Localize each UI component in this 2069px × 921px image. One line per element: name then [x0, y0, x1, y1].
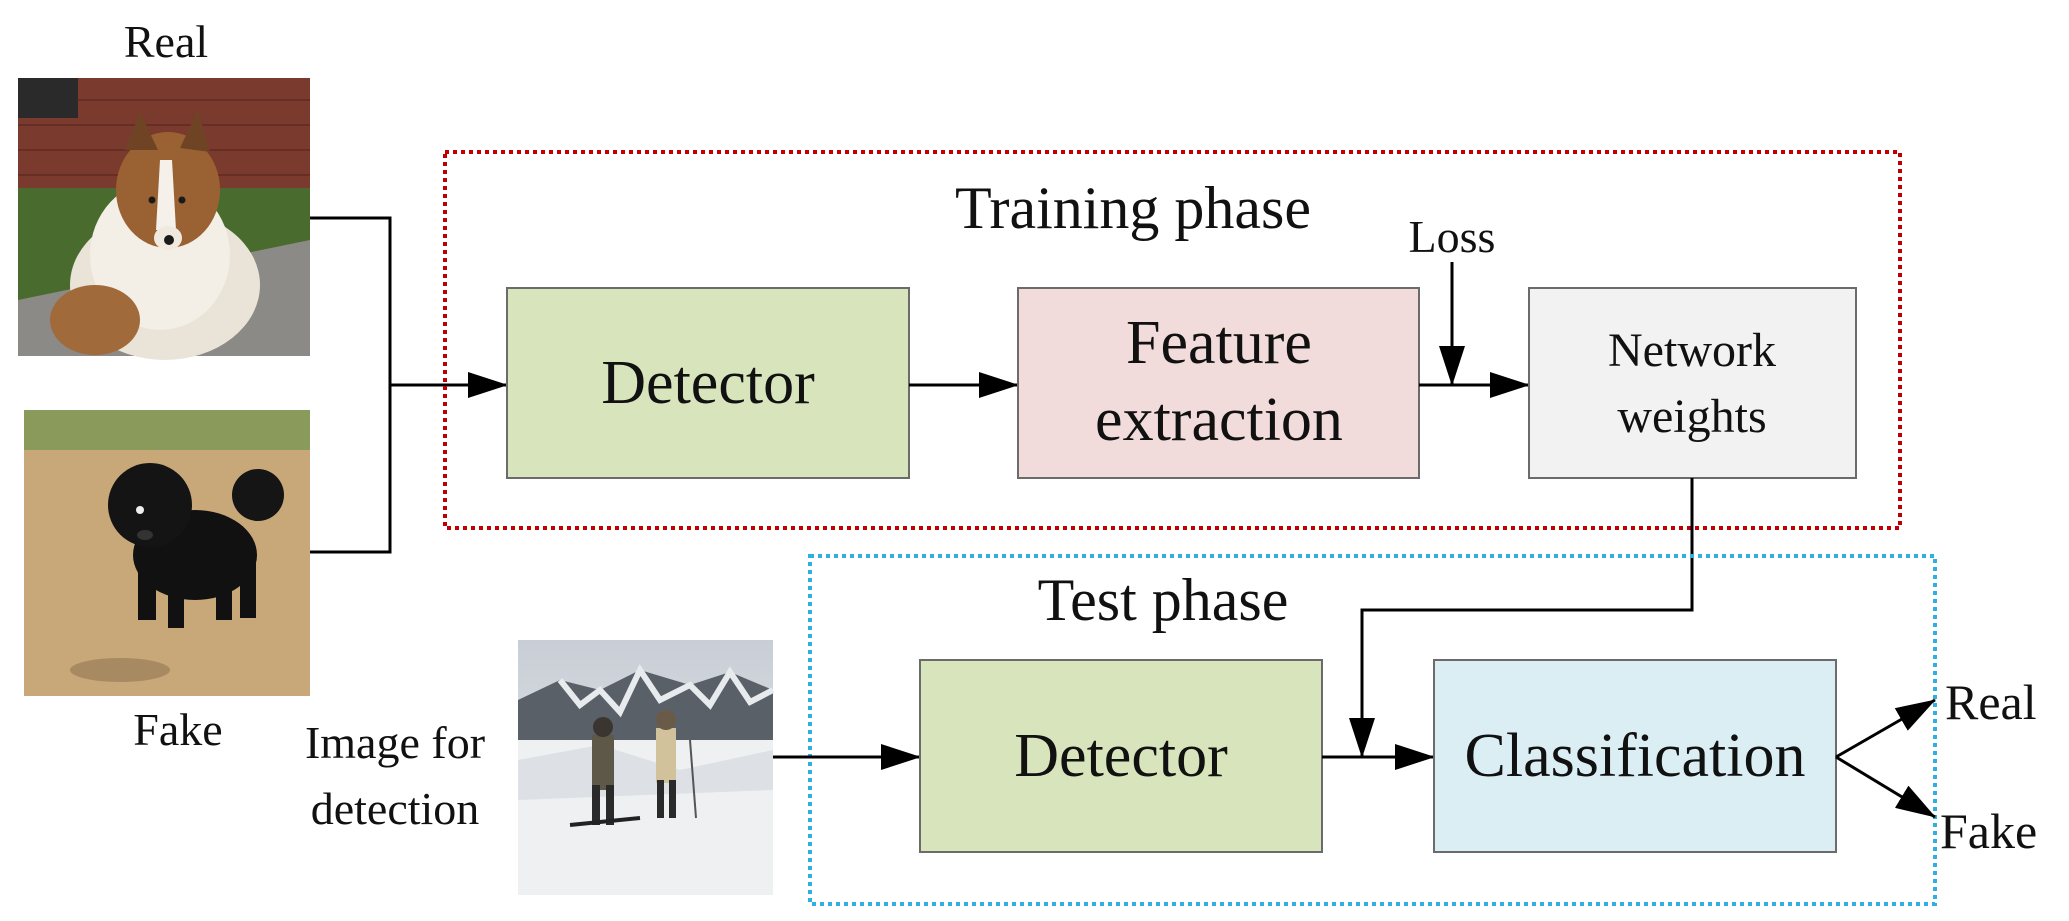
arrow-to-fake-output — [1835, 755, 1936, 819]
test-input-label-line1: Image for — [305, 717, 485, 768]
network-weights-label-line2: weights — [1617, 390, 1766, 443]
training-phase-boundary — [443, 150, 1902, 530]
classification-box — [1433, 659, 1837, 853]
fake-dog-image — [24, 410, 310, 696]
test-input-image — [518, 640, 775, 895]
fake-output-label: Fake — [1940, 803, 2037, 859]
real-input-label: Real — [124, 16, 208, 67]
arrow-to-real-output — [1835, 698, 1936, 759]
test-detector-box — [919, 659, 1323, 853]
classification-label: Classification — [1465, 722, 1806, 790]
training-detector-label: Detector — [601, 349, 815, 417]
network-weights-box — [1528, 287, 1857, 479]
weights-to-test-connector — [1349, 478, 1694, 758]
training-phase-title: Training phase — [955, 175, 1311, 241]
feature-extraction-label-line2: extraction — [1095, 386, 1343, 454]
real-dog-image — [18, 78, 310, 360]
fake-input-label: Fake — [133, 704, 222, 755]
test-phase-title: Test phase — [1038, 567, 1289, 633]
real-output-label: Real — [1945, 674, 2037, 730]
network-weights-label-line1: Network — [1608, 324, 1776, 377]
test-input-label-line2: detection — [311, 783, 480, 834]
input-join-lines — [310, 216, 392, 554]
training-detector-box — [506, 287, 910, 479]
test-detector-label: Detector — [1014, 722, 1228, 790]
loss-label: Loss — [1409, 211, 1496, 262]
feature-extraction-label-line1: Feature — [1126, 309, 1312, 377]
feature-extraction-box — [1017, 287, 1420, 479]
